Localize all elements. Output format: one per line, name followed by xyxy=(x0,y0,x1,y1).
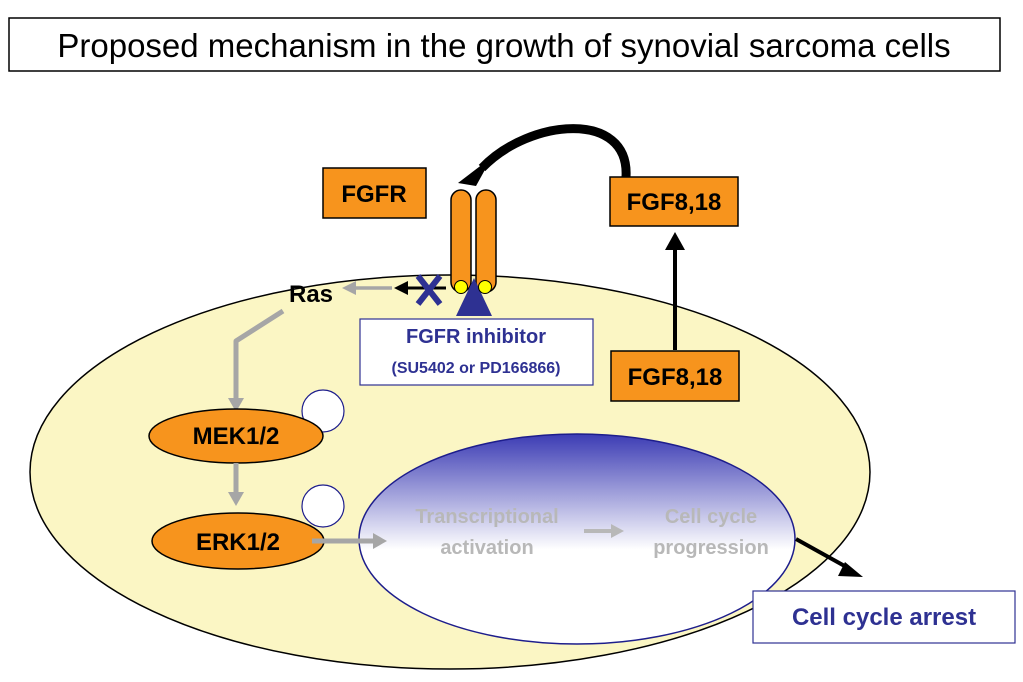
arrest-box xyxy=(752,590,1016,644)
inhibitor-triangle xyxy=(456,278,492,316)
phospho-site-left xyxy=(454,280,468,294)
arrest-arrow xyxy=(795,537,851,571)
inhibition-x-icon xyxy=(415,274,443,306)
mek-phospho-circle xyxy=(301,389,345,433)
ras-to-mek-arrow-head xyxy=(228,398,244,412)
phospho-site-right xyxy=(478,280,492,294)
blocked-signal-arrow-head xyxy=(394,281,408,295)
ras-label: Ras xyxy=(289,281,333,308)
fgf-outside-label: FGF8,18 xyxy=(627,189,722,216)
arrest-arrow-head xyxy=(838,562,863,577)
mek-label: MEK1/2 xyxy=(193,423,280,450)
ras-to-mek-arrow xyxy=(233,308,285,400)
binding-arrow-head xyxy=(458,157,492,186)
ras-activation-arrow-head xyxy=(342,281,356,295)
diagram-title: Proposed mechanism in the growth of syno… xyxy=(57,27,950,64)
inhibitor-compounds: (SU5402 or PD166866) xyxy=(392,360,561,377)
transcriptional-label-2: activation xyxy=(440,537,533,559)
cell-cycle-label-1: Cell cycle xyxy=(665,506,757,528)
nucleus-inner-arrow-head xyxy=(611,524,624,538)
fgf-inside-box xyxy=(610,350,740,402)
arrest-label: Cell cycle arrest xyxy=(792,604,976,631)
erk-to-nucleus-arrow-head xyxy=(373,533,387,549)
inhibitor-name: FGFR inhibitor xyxy=(406,326,546,348)
title-box xyxy=(8,17,1001,72)
fgf-inside-label: FGF8,18 xyxy=(628,364,723,391)
fgf-outside-box xyxy=(609,176,739,227)
erk-label: ERK1/2 xyxy=(196,529,280,556)
transcriptional-label-1: Transcriptional xyxy=(415,506,558,528)
fgfr-label: FGFR xyxy=(341,181,406,208)
binding-arrow xyxy=(478,124,631,178)
fgfr-label-box xyxy=(322,167,427,219)
fgfr-receptor xyxy=(450,189,497,316)
inhibitor-box xyxy=(359,318,594,386)
cell-cycle-label-2: progression xyxy=(653,537,769,559)
erk-phospho-circle xyxy=(301,484,345,528)
secretion-arrow-head xyxy=(665,232,685,250)
mek-to-erk-arrow-head xyxy=(228,492,244,506)
